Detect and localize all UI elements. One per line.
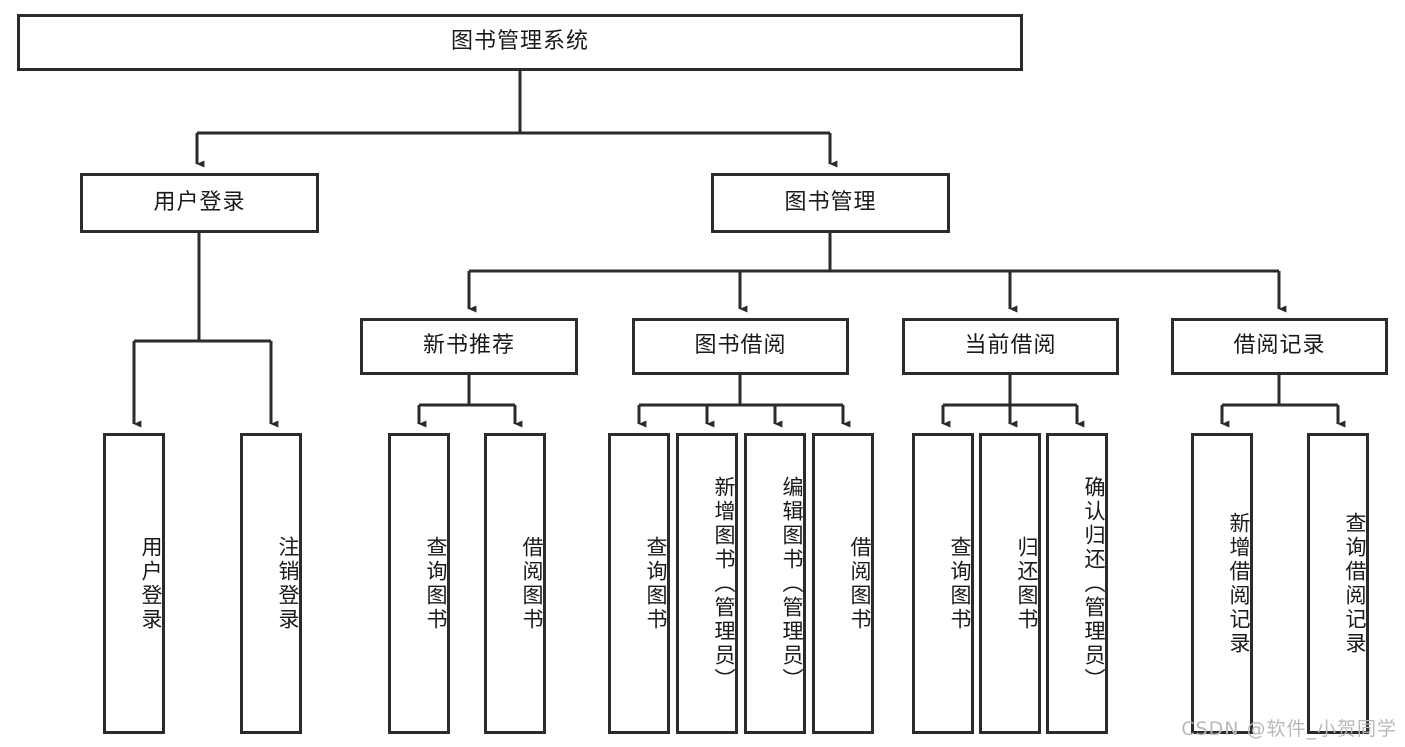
node-label: 查询图书 xyxy=(948,535,972,632)
node-label: 借阅图书 xyxy=(848,535,872,632)
node-label: 查询图书 xyxy=(424,535,448,632)
node-label: 图书借阅 xyxy=(694,333,787,359)
node-leaf-currentborrow-query-book[interactable]: 查询图书 xyxy=(912,433,974,734)
node-label: 新增借阅记录 xyxy=(1227,511,1251,656)
node-leaf-currentborrow-confirm-return-admin[interactable]: 确认归还（管理员） xyxy=(1046,433,1108,734)
node-leaf-bookborrow-edit-book-admin[interactable]: 编辑图书（管理员） xyxy=(744,433,806,734)
node-leaf-borrowrecord-add-record[interactable]: 新增借阅记录 xyxy=(1191,433,1253,734)
node-leaf-bookborrow-borrow-book[interactable]: 借阅图书 xyxy=(812,433,874,734)
node-leaf-bookborrow-add-book-admin[interactable]: 新增图书（管理员） xyxy=(676,433,738,734)
node-leaf-newbook-query-book[interactable]: 查询图书 xyxy=(388,433,450,734)
node-label: 归还图书 xyxy=(1015,535,1039,632)
node-label: 注销登录 xyxy=(276,535,300,632)
node-current-borrow[interactable]: 当前借阅 xyxy=(902,318,1119,375)
node-borrow-record[interactable]: 借阅记录 xyxy=(1171,318,1388,375)
node-leaf-borrowrecord-query-record[interactable]: 查询借阅记录 xyxy=(1307,433,1369,734)
node-label: 图书管理 xyxy=(784,189,877,215)
node-new-book-recommendation[interactable]: 新书推荐 xyxy=(360,318,578,375)
node-label: 借阅图书 xyxy=(520,535,544,632)
node-label: 用户登录 xyxy=(139,535,163,632)
node-leaf-logout[interactable]: 注销登录 xyxy=(240,433,302,734)
node-book-borrow[interactable]: 图书借阅 xyxy=(632,318,849,375)
node-label: 用户登录 xyxy=(153,189,246,215)
node-label: 编辑图书（管理员） xyxy=(780,475,804,692)
node-leaf-currentborrow-return-book[interactable]: 归还图书 xyxy=(979,433,1041,734)
node-leaf-user-login[interactable]: 用户登录 xyxy=(103,433,165,734)
node-label: 新书推荐 xyxy=(422,333,515,359)
node-root-book-management-system[interactable]: 图书管理系统 xyxy=(17,14,1023,71)
node-label: 借阅记录 xyxy=(1233,333,1326,359)
node-label: 图书管理系统 xyxy=(450,29,589,55)
csdn-watermark: CSDN @软件_小贺同学 xyxy=(1181,718,1397,740)
node-user-login[interactable]: 用户登录 xyxy=(80,173,319,233)
node-label: 新增图书（管理员） xyxy=(712,475,736,692)
node-leaf-newbook-borrow-book[interactable]: 借阅图书 xyxy=(484,433,546,734)
node-leaf-bookborrow-query-book[interactable]: 查询图书 xyxy=(608,433,670,734)
node-label: 当前借阅 xyxy=(964,333,1057,359)
node-label: 确认归还（管理员） xyxy=(1082,475,1106,692)
node-label: 查询借阅记录 xyxy=(1343,511,1367,656)
node-label: 查询图书 xyxy=(644,535,668,632)
node-book-management[interactable]: 图书管理 xyxy=(711,173,950,233)
